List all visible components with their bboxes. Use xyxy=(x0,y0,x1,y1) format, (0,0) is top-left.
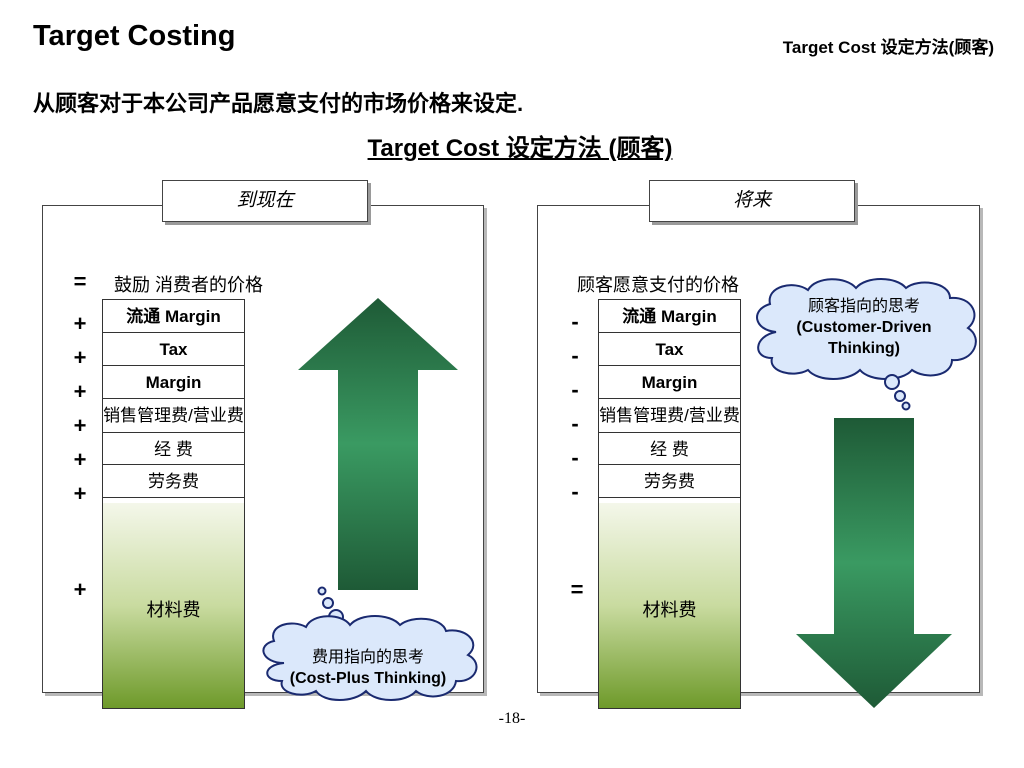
cost-row: 劳务费 xyxy=(103,465,244,498)
cloud-line: Thinking) xyxy=(828,340,900,357)
cost-row: 经 费 xyxy=(103,432,244,465)
up-arrow xyxy=(298,298,458,590)
right-material-sign: = xyxy=(570,577,584,602)
right-sign: - xyxy=(571,343,579,368)
cost-row: 流通 Margin xyxy=(103,300,244,333)
right-sign: - xyxy=(571,377,579,402)
cloud-line: 费用指向的思考 xyxy=(311,649,424,666)
left-sign: + xyxy=(73,481,87,506)
cost-row: Tax xyxy=(103,333,244,366)
cloud-line: (Customer-Driven xyxy=(796,319,932,336)
customer-driven-cloud-text: 顾客指向的思考 (Customer-Driven Thinking) xyxy=(756,296,972,359)
right-cost-stack: 流通 Margin Tax Margin 销售管理费/营业费 经 费 劳务费 材… xyxy=(598,299,741,709)
right-sign: - xyxy=(571,479,579,504)
material-cost-label: 材料费 xyxy=(642,600,697,620)
cost-row: Tax xyxy=(599,333,740,366)
right-panel-header: 将来 xyxy=(649,180,855,222)
material-cost-block: 材料费 xyxy=(103,503,244,708)
cost-row: 销售管理费/营业费 xyxy=(599,406,740,425)
diagram-title: Target Cost 设定方法 (顾客) xyxy=(367,135,673,162)
right-sign: - xyxy=(571,445,579,470)
left-sign: + xyxy=(73,447,87,472)
cost-row: Margin xyxy=(103,366,244,399)
left-cost-stack: 流通 Margin Tax Margin 销售管理费/营业费 经 费 劳务费 材… xyxy=(102,299,245,709)
right-sign: - xyxy=(571,309,579,334)
cost-plus-cloud xyxy=(262,586,478,701)
material-cost-block: 材料费 xyxy=(599,503,740,708)
cost-plus-cloud-text: 费用指向的思考 (Cost-Plus Thinking) xyxy=(262,647,474,689)
left-top-sign: = xyxy=(73,269,87,294)
subtitle: 从顾客对于本公司产品愿意支付的市场价格来设定. xyxy=(33,91,524,116)
cost-row: 经 费 xyxy=(599,432,740,465)
corner-label: Target Cost 设定方法(顾客) xyxy=(782,38,994,57)
down-arrow xyxy=(796,418,952,708)
cost-row: Margin xyxy=(599,366,740,399)
left-sign: + xyxy=(73,379,87,404)
cost-row: 劳务费 xyxy=(599,465,740,498)
customer-driven-cloud xyxy=(756,278,977,411)
right-top-label: 顾客愿意支付的价格 xyxy=(577,275,739,295)
page-number: -18- xyxy=(498,710,526,727)
left-material-sign: + xyxy=(73,577,87,602)
cost-row: 流通 Margin xyxy=(599,300,740,333)
cloud-line: (Cost-Plus Thinking) xyxy=(289,670,447,687)
page-title: Target Costing xyxy=(33,20,236,52)
left-sign: + xyxy=(73,345,87,370)
cloud-line: 顾客指向的思考 xyxy=(807,298,920,315)
left-panel-header: 到现在 xyxy=(162,180,368,222)
left-top-label: 鼓励 消费者的价格 xyxy=(114,275,264,295)
cost-row: 销售管理费/营业费 xyxy=(103,406,244,425)
right-sign: - xyxy=(571,411,579,436)
left-sign: + xyxy=(73,413,87,438)
material-cost-label: 材料费 xyxy=(146,600,201,620)
left-sign: + xyxy=(73,311,87,336)
